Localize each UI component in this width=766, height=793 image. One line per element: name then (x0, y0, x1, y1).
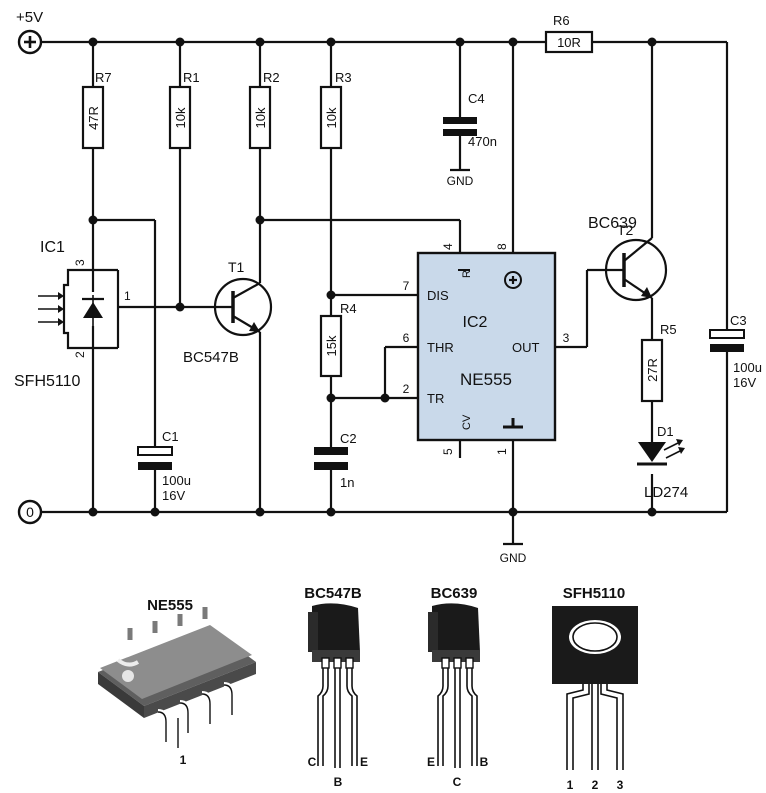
r4-name: R4 (340, 301, 357, 316)
ic2-part: NE555 (460, 370, 512, 389)
c1-value: 100u (162, 473, 191, 488)
ic2-gnd-label: GND (500, 551, 527, 565)
resistor-r7: 47R R7 (81, 70, 112, 150)
bc639-pin-b: B (480, 755, 489, 769)
bc639-package-title: BC639 (431, 585, 478, 602)
transistor-t1: T1 BC547B (183, 259, 273, 366)
ic2-pin6: 6 (403, 331, 410, 345)
ic2-pin2: 2 (403, 382, 410, 396)
r4-value: 15k (324, 335, 339, 356)
bc547b-pin-b: B (334, 775, 343, 789)
sfh5110-pin3: 3 (617, 778, 624, 792)
r3-value: 10k (324, 107, 339, 128)
resistor-r5: 27R R5 (640, 322, 677, 403)
ic2-ne555: IC2 NE555 DIS THR TR OUT CV R 7 6 2 3 4 … (403, 243, 570, 565)
bc547b-pin-e: E (360, 755, 368, 769)
c1-voltage: 16V (162, 488, 185, 503)
c3-name: C3 (730, 313, 747, 328)
t2-part: BC639 (588, 215, 637, 232)
sfh5110-pin2: 2 (592, 778, 599, 792)
ic2-name: IC2 (463, 314, 488, 331)
c3-value: 100u (733, 360, 762, 375)
ground-pin-icon (503, 418, 523, 429)
t1-part: BC547B (183, 349, 239, 366)
capacitor-c3: C3 100u 16V (709, 313, 762, 390)
r7-value: 47R (86, 106, 101, 130)
led-d1: D1 LD274 (637, 424, 688, 501)
package-bc547b: BC547B C B E (304, 585, 368, 789)
capacitor-c4: C4 470n GND (443, 91, 497, 188)
r5-value: 27R (645, 358, 660, 382)
ic2-pin5: 5 (441, 448, 455, 455)
sfh5110-package-title: SFH5110 (563, 585, 626, 602)
r7-name: R7 (95, 70, 112, 85)
ic1-pin3: 3 (73, 259, 87, 266)
ic1-sfh5110: IC1 SFH5110 1 2 3 (14, 239, 131, 390)
r2-value: 10k (253, 107, 268, 128)
capacitor-c1: C1 100u 16V (137, 429, 191, 503)
ic1-name: IC1 (40, 239, 65, 256)
bc547b-package-title: BC547B (304, 585, 362, 602)
r1-name: R1 (183, 70, 200, 85)
c3-voltage: 16V (733, 375, 756, 390)
bc639-pin-c: C (453, 775, 462, 789)
r3-name: R3 (335, 70, 352, 85)
ic2-out-label: OUT (512, 340, 540, 355)
zero-terminal: 0 (17, 499, 43, 525)
ir-input-arrows-icon (38, 292, 64, 326)
ic2-thr-label: THR (427, 340, 454, 355)
ic2-reset-label: R (461, 270, 473, 278)
resistor-r3: 10k R3 (319, 70, 352, 150)
c4-value: 470n (468, 134, 497, 149)
vcc-label: +5V (16, 9, 43, 26)
ic2-pin8: 8 (495, 243, 509, 250)
ir-output-arrows-icon (663, 439, 685, 459)
resistor-r2: 10k R2 (248, 70, 280, 150)
t2-name: T2 (617, 222, 634, 238)
d1-name: D1 (657, 424, 674, 439)
ne555-package-title: NE555 (147, 597, 193, 614)
resistor-r1: 10k R1 (168, 70, 200, 150)
t1-name: T1 (228, 259, 245, 275)
r6-name: R6 (553, 13, 570, 28)
bc639-pin-e: E (427, 755, 435, 769)
transistor-t2: T2 BC639 (588, 215, 668, 302)
c2-value: 1n (340, 475, 354, 490)
ic2-pin4: 4 (441, 243, 455, 250)
r5-name: R5 (660, 322, 677, 337)
junction-dots (88, 37, 657, 517)
resistor-r4: 15k R4 (319, 301, 357, 378)
sfh5110-pin1: 1 (567, 778, 574, 792)
package-ne555: NE555 1 (98, 597, 256, 767)
capacitor-c2: C2 1n (314, 431, 357, 490)
ne555-pin1-label: 1 (180, 753, 187, 767)
c1-name: C1 (162, 429, 179, 444)
ic2-pin7: 7 (403, 279, 410, 293)
r1-value: 10k (173, 107, 188, 128)
ic2-tr-label: TR (427, 391, 444, 406)
c2-name: C2 (340, 431, 357, 446)
c4-gnd-label: GND (447, 174, 474, 188)
bc547b-pin-c: C (308, 755, 317, 769)
vcc-pin-icon (504, 271, 522, 289)
ic1-pin2: 2 (73, 351, 87, 358)
c4-name: C4 (468, 91, 485, 106)
ic1-part: SFH5110 (14, 373, 81, 390)
ic1-pin1: 1 (124, 289, 131, 303)
zero-label: 0 (26, 504, 34, 520)
ic2-pin3: 3 (563, 331, 570, 345)
ic2-dis-label: DIS (427, 288, 449, 303)
r2-name: R2 (263, 70, 280, 85)
ic2-pin1: 1 (495, 448, 509, 455)
d1-part: LD274 (644, 484, 688, 501)
ic2-cv-label: CV (461, 414, 473, 430)
r6-value: 10R (557, 35, 581, 50)
package-bc639: BC639 E C B (427, 585, 489, 789)
resistor-r6: 10R R6 (544, 13, 594, 54)
package-sfh5110: SFH5110 1 2 3 (552, 585, 638, 792)
vcc-terminal: +5V (16, 9, 43, 55)
